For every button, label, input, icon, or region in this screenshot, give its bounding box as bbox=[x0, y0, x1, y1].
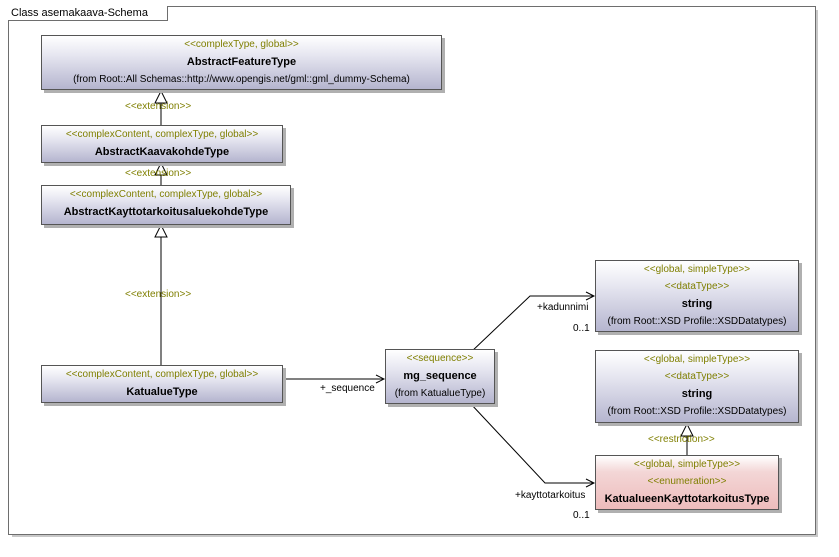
association-line bbox=[469, 402, 594, 484]
class-string-datatype[interactable]: <<global, simpleType>> <<dataType>> stri… bbox=[595, 350, 799, 423]
association-arrowhead bbox=[585, 291, 596, 301]
extension-label: <<extension>> bbox=[125, 289, 192, 300]
generalization-arrowhead bbox=[154, 161, 168, 176]
class-name: KatualueenKayttotarkoitusType bbox=[604, 493, 770, 505]
stereotype-label: <<sequence>> bbox=[406, 353, 474, 364]
class-name: AbstractKaavakohdeType bbox=[94, 146, 230, 158]
association-multiplicity: 0..1 bbox=[573, 323, 590, 334]
stereotype-label: <<dataType>> bbox=[664, 371, 730, 382]
class-origin: (from KatualueType) bbox=[394, 388, 486, 399]
class-name: AbstractFeatureType bbox=[186, 56, 297, 68]
stereotype-label: <<enumeration>> bbox=[647, 476, 727, 487]
class-abstract-feature-type[interactable]: <<complexType, global>> AbstractFeatureT… bbox=[41, 35, 442, 90]
association-role-label: +kayttotarkoitus bbox=[515, 490, 586, 501]
association-line bbox=[469, 295, 594, 354]
stereotype-label: <<complexContent, complexType, global>> bbox=[65, 369, 259, 380]
stereotype-label: <<complexContent, complexType, global>> bbox=[65, 129, 259, 140]
generalization-arrowhead bbox=[154, 89, 168, 104]
association-role-label: +_sequence bbox=[320, 383, 375, 394]
class-mg-sequence[interactable]: <<sequence>> mg_sequence (from KatualueT… bbox=[385, 349, 495, 404]
class-name: mg_sequence bbox=[403, 370, 477, 382]
class-name: KatualueType bbox=[126, 386, 198, 398]
class-abstract-kayttotarkoitus-type[interactable]: <<complexContent, complexType, global>> … bbox=[41, 185, 291, 225]
stereotype-label: <<complexType, global>> bbox=[184, 39, 299, 50]
class-abstract-kaavakohde-type[interactable]: <<complexContent, complexType, global>> … bbox=[41, 125, 283, 163]
diagram-title: Class asemakaava-Schema bbox=[8, 6, 168, 21]
class-name: string bbox=[681, 388, 713, 400]
association-arrowhead bbox=[585, 478, 596, 488]
association-role-label: +kadunnimi bbox=[537, 302, 589, 313]
class-string-datatype[interactable]: <<global, simpleType>> <<dataType>> stri… bbox=[595, 260, 799, 332]
association-multiplicity: 0..1 bbox=[573, 510, 590, 521]
association-arrowhead bbox=[375, 374, 386, 384]
stereotype-label: <<dataType>> bbox=[664, 281, 730, 292]
stereotype-label: <<global, simpleType>> bbox=[643, 354, 751, 365]
generalization-arrowhead bbox=[154, 223, 168, 238]
stereotype-label: <<global, simpleType>> bbox=[633, 459, 741, 470]
class-katualue-type[interactable]: <<complexContent, complexType, global>> … bbox=[41, 365, 283, 403]
class-name: AbstractKayttotarkoitusaluekohdeType bbox=[63, 206, 269, 218]
stereotype-label: <<complexContent, complexType, global>> bbox=[69, 189, 263, 200]
class-origin: (from Root::XSD Profile::XSDDatatypes) bbox=[607, 406, 787, 417]
restriction-label: <<restriction>> bbox=[648, 434, 715, 445]
class-origin: (from Root::XSD Profile::XSDDatatypes) bbox=[607, 316, 787, 327]
extension-label: <<extension>> bbox=[125, 101, 192, 112]
class-origin: (from Root::All Schemas::http://www.open… bbox=[73, 74, 410, 85]
stereotype-label: <<global, simpleType>> bbox=[643, 264, 751, 275]
class-name: string bbox=[681, 298, 713, 310]
class-katualueen-kayttotarkoitus-type[interactable]: <<global, simpleType>> <<enumeration>> K… bbox=[595, 455, 779, 510]
extension-label: <<extension>> bbox=[125, 168, 192, 179]
restriction-arrowhead bbox=[680, 422, 694, 437]
